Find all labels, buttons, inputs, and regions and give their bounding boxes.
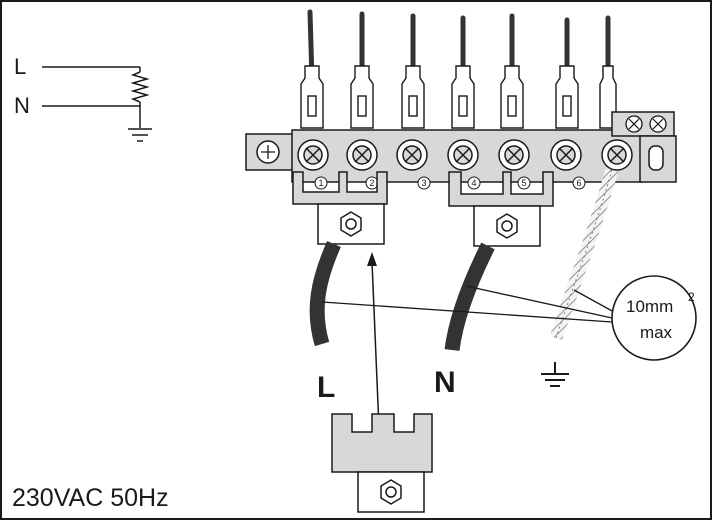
terminal-block: 1 2 3 4 5 6 [245, 111, 677, 190]
resistor-icon [130, 71, 150, 103]
schematic: L N [14, 54, 152, 142]
earth-ground-symbol-icon [128, 128, 152, 142]
cable-neutral-label: N [434, 366, 456, 399]
neutral-cable [444, 242, 495, 352]
line-cable [309, 240, 341, 347]
callout-max: max [640, 323, 673, 342]
jumper-bridge-loose-icon [331, 413, 433, 513]
callout-size-superscript: 2 [688, 290, 695, 304]
terminal-number-4: 4 [471, 178, 476, 188]
earth-ground-symbol-icon [541, 362, 569, 387]
terminal-number-6: 6 [576, 178, 581, 188]
terminal-number-1: 1 [318, 178, 323, 188]
terminal-number-5: 5 [521, 178, 526, 188]
cable-size-callout: 10mm 2 max [611, 275, 697, 361]
insertion-arrow [367, 252, 380, 429]
jumper-bridge-left [292, 171, 388, 245]
supply-rating: 230VAC 50Hz [12, 484, 169, 512]
callout-leaders [321, 285, 615, 323]
schematic-neutral-label: N [14, 93, 30, 118]
schematic-line-label: L [14, 54, 26, 79]
screw-terminal-icon [297, 139, 633, 171]
jumper-bridge-right [448, 171, 554, 247]
callout-size: 10mm [626, 297, 673, 316]
cable-line-label: L [317, 371, 335, 404]
spade-lugs [300, 65, 617, 129]
terminal-number-2: 2 [369, 178, 374, 188]
terminal-number-3: 3 [421, 178, 426, 188]
